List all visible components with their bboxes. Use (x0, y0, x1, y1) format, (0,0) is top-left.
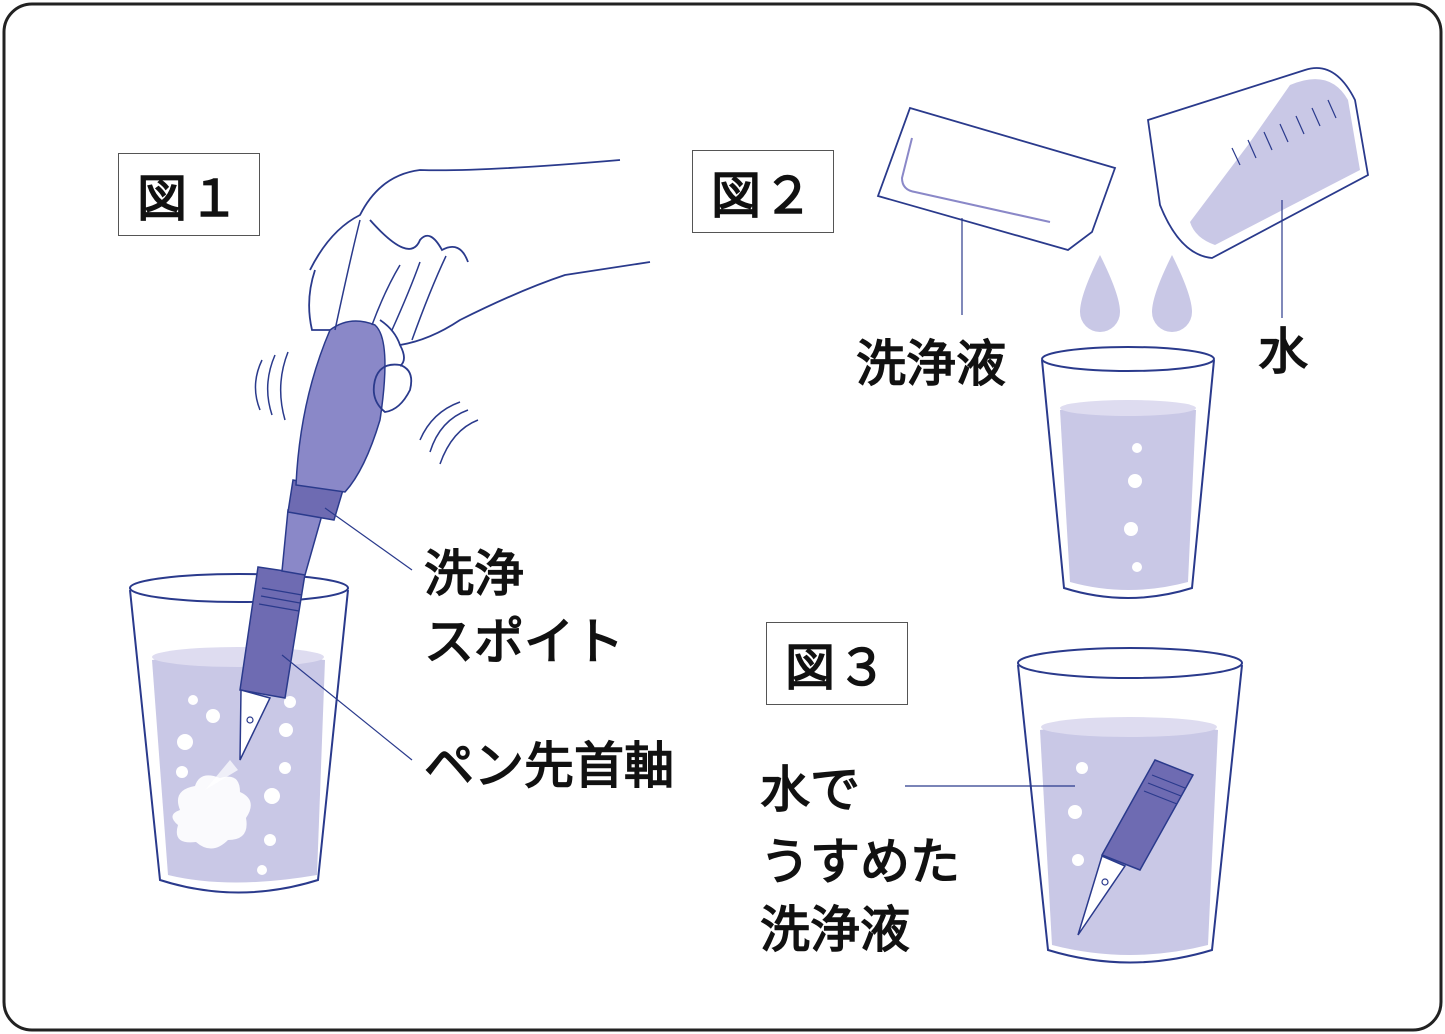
figure-3-title-text: 図３ (785, 638, 889, 697)
label-cleaner: 洗浄液 (856, 335, 1006, 393)
fig2-liquid (1060, 404, 1196, 590)
label-diluted-line1: 水で (760, 761, 860, 819)
fig1-leader-section (281, 654, 413, 761)
fig1-glass-rim (129, 573, 349, 603)
figure-2-title: 図２ (692, 150, 834, 233)
fig1-ink-cloud (172, 775, 251, 849)
fig3-glass (1017, 664, 1243, 964)
fig1-hand (308, 159, 651, 413)
figure-1-title: 図１ (118, 153, 260, 236)
figure-2-illustration (876, 67, 1369, 599)
fig1-bubbles (176, 695, 296, 875)
fig2-glass (1041, 359, 1215, 599)
fig2-drop-1 (1080, 255, 1120, 332)
fig1-leader-spoit (324, 507, 413, 571)
fig1-liquid-surface (152, 647, 324, 667)
label-spoit-line2: スポイト (424, 613, 624, 671)
fig2-bubbles (1124, 443, 1142, 572)
fig1-spoit-bulb (295, 320, 386, 493)
fig2-drop-2 (1152, 255, 1192, 332)
figure-3-illustration (905, 647, 1243, 964)
figure-3-title: 図３ (766, 622, 908, 705)
fig3-bubbles (1068, 762, 1088, 866)
fig1-shake-marks (254, 351, 479, 465)
figure-1-title-text: 図１ (137, 169, 241, 228)
fig1-nib (239, 689, 272, 761)
fig1-glass (129, 589, 349, 894)
fig2-cleaner-packet (876, 106, 1117, 251)
label-spoit-line1: 洗浄 (424, 545, 524, 603)
figure-2-title-text: 図２ (711, 166, 815, 225)
fig3-nib (1077, 854, 1127, 936)
label-diluted-line3: 洗浄液 (760, 901, 910, 959)
figure-1-illustration (129, 159, 651, 894)
label-diluted-line2: うすめた (760, 833, 960, 891)
label-pen-section: ペン先首軸 (424, 737, 674, 795)
label-water: 水 (1258, 323, 1308, 381)
fig3-pen-section (1100, 759, 1195, 871)
